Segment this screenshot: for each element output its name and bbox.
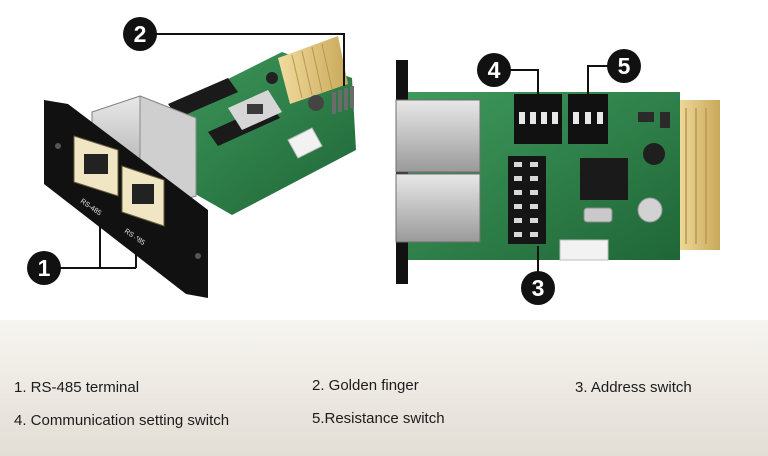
legend-item-2: 2. Golden finger bbox=[312, 377, 419, 394]
leader-line-5 bbox=[587, 65, 608, 94]
address-switch bbox=[508, 156, 546, 244]
right-gold-finger bbox=[676, 100, 720, 250]
legend-item-4: 4. Communication setting switch bbox=[14, 412, 230, 429]
leader-line-1 bbox=[56, 218, 101, 269]
left-card-module: RS-485 RS 485 bbox=[44, 36, 356, 298]
callout-5: 5 bbox=[607, 49, 641, 83]
right-card-module bbox=[395, 60, 720, 284]
callout-5-number: 5 bbox=[618, 53, 631, 79]
resistance-switch bbox=[568, 94, 608, 144]
legend-item-5: 5.Resistance switch bbox=[312, 410, 445, 427]
product-photo-area: RS-485 RS 485 bbox=[27, 17, 720, 305]
legend-panel: 1. RS-485 terminal 2. Golden finger 3. A… bbox=[0, 320, 768, 456]
callout-2-number: 2 bbox=[134, 21, 147, 47]
leader-lines bbox=[56, 33, 608, 272]
callout-1-number: 1 bbox=[38, 255, 51, 281]
communication-setting-switch bbox=[514, 94, 562, 144]
callout-3-number: 3 bbox=[532, 275, 545, 301]
callout-markers: 1 2 3 4 5 bbox=[27, 17, 641, 305]
callout-1: 1 bbox=[27, 251, 61, 285]
left-gold-finger bbox=[278, 36, 348, 104]
leader-line-4 bbox=[510, 69, 539, 94]
legend-item-3: 3. Address switch bbox=[575, 379, 692, 396]
callout-4: 4 bbox=[477, 53, 511, 87]
leader-line-2 bbox=[156, 33, 345, 86]
legend-item-1: 1. RS-485 terminal bbox=[14, 379, 140, 396]
callout-2: 2 bbox=[123, 17, 157, 51]
callout-3: 3 bbox=[521, 271, 555, 305]
callout-4-number: 4 bbox=[488, 57, 501, 83]
